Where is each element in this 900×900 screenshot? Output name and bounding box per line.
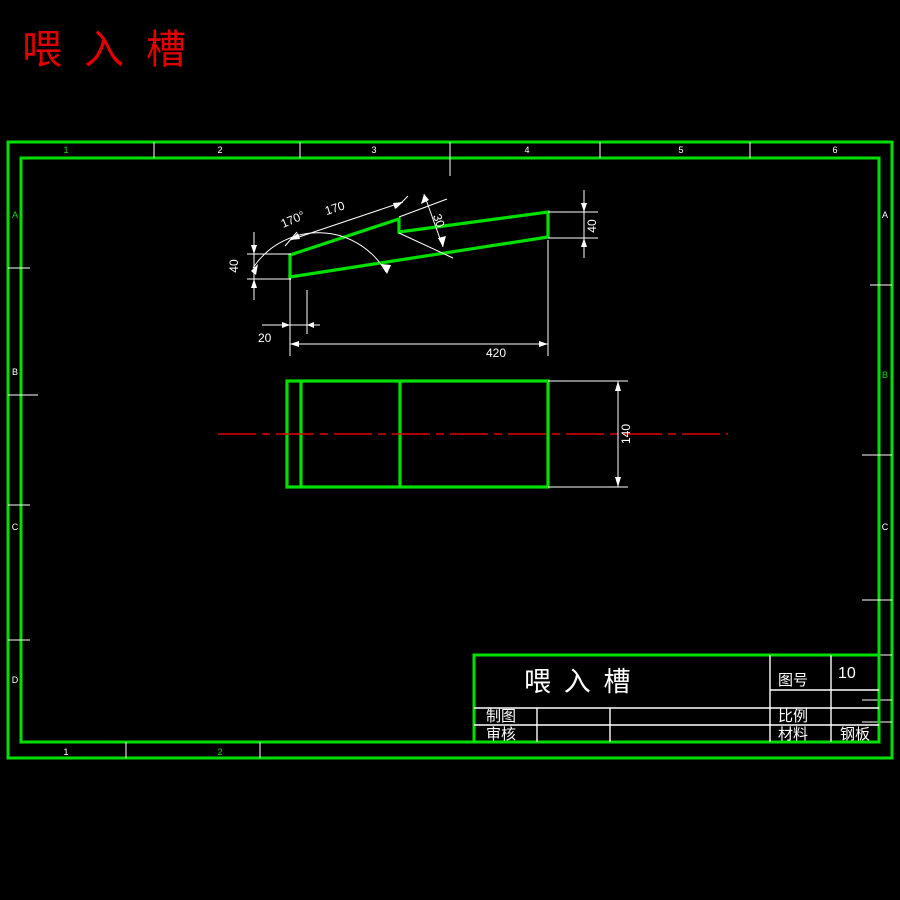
- angle-dim-arc: [252, 232, 387, 273]
- dim-overall-420: 420: [486, 346, 506, 360]
- dim-420-arrow-left: [290, 341, 299, 347]
- part-outline-lower: [288, 235, 550, 279]
- zone-dividers-bottom: [125, 742, 261, 758]
- zone-label-bottom-2: 2: [217, 747, 222, 757]
- dim-40L-arrow-bottom: [251, 279, 257, 288]
- sheet-outer-border: [6, 140, 894, 760]
- zone-label-left-b: B: [12, 367, 18, 377]
- dim-140-arrow-bottom: [615, 477, 621, 487]
- zone-label-right-b: B: [882, 370, 888, 380]
- dim-width-140: 140: [619, 424, 633, 444]
- title-block-drawing-no-value: 10: [838, 665, 856, 682]
- title-block-drawing-no-label: 图号: [778, 672, 808, 689]
- zone-dividers-top: [153, 142, 751, 176]
- dim-30-ext-top: [398, 198, 448, 218]
- dim-height-left-40: 40: [227, 259, 241, 273]
- dim-40R-arrow-top: [581, 203, 587, 212]
- title-block-grid: [474, 655, 879, 742]
- zone-label-top-6: 6: [832, 145, 837, 155]
- zone-label-top-5: 5: [678, 145, 683, 155]
- zone-label-bottom-1: 1: [63, 747, 68, 757]
- title-block: 喂 入 槽 图号 10 比例 材料 钢板 制图 审核: [472, 653, 881, 744]
- dim-30-ext-bottom: [398, 232, 454, 259]
- zone-label-top-4: 4: [524, 145, 529, 155]
- angle-dim-arrow-end: [381, 264, 391, 274]
- zone-label-top-2: 2: [217, 145, 222, 155]
- dim-170-arrow-right: [393, 202, 403, 209]
- plan-view: 140: [218, 379, 728, 489]
- title-block-checked-label: 审核: [486, 726, 516, 743]
- dim-170-arrow-left: [290, 233, 300, 240]
- dim-140-arrow-top: [615, 381, 621, 391]
- zone-label-top-3: 3: [371, 145, 376, 155]
- zone-label-right-c: C: [882, 522, 889, 532]
- zone-label-left-a: A: [12, 210, 18, 220]
- zone-label-right-a: A: [882, 210, 888, 220]
- title-block-border: [472, 653, 881, 744]
- dim-20-arrow-left: [282, 322, 290, 328]
- zone-dividers-left: [8, 267, 38, 641]
- zone-label-left-d: D: [12, 675, 19, 685]
- dim-170-ext-left: [284, 231, 298, 247]
- title-block-material-value: 钢板: [840, 725, 870, 743]
- zone-label-left-c: C: [12, 522, 19, 532]
- title-block-part-name: 喂 入 槽: [524, 667, 634, 697]
- page-title: 喂 入 槽: [22, 27, 192, 72]
- dim-420-arrow-right: [539, 341, 548, 347]
- dim-30-arrow-top: [421, 194, 429, 204]
- dim-height-right-40: 40: [585, 219, 599, 233]
- dim-angle-170deg: 170°: [279, 208, 308, 231]
- dim-40L-arrow-top: [251, 245, 257, 254]
- zone-label-top-1: 1: [63, 145, 68, 155]
- side-elevation-view: 170° 170 30 40: [227, 190, 599, 360]
- dim-170-line: [289, 201, 404, 241]
- title-block-material-label: 材料: [778, 726, 808, 743]
- dim-offset-20: 20: [258, 331, 272, 345]
- dim-40R-arrow-bottom: [581, 238, 587, 247]
- title-block-scale-label: 比例: [778, 708, 808, 725]
- dim-step-30: 30: [430, 212, 448, 230]
- dim-20-arrow-right: [307, 322, 314, 328]
- dim-30-arrow-bottom: [438, 236, 446, 247]
- title-block-drawn-label: 制图: [486, 708, 516, 725]
- dim-length-170: 170: [323, 198, 347, 218]
